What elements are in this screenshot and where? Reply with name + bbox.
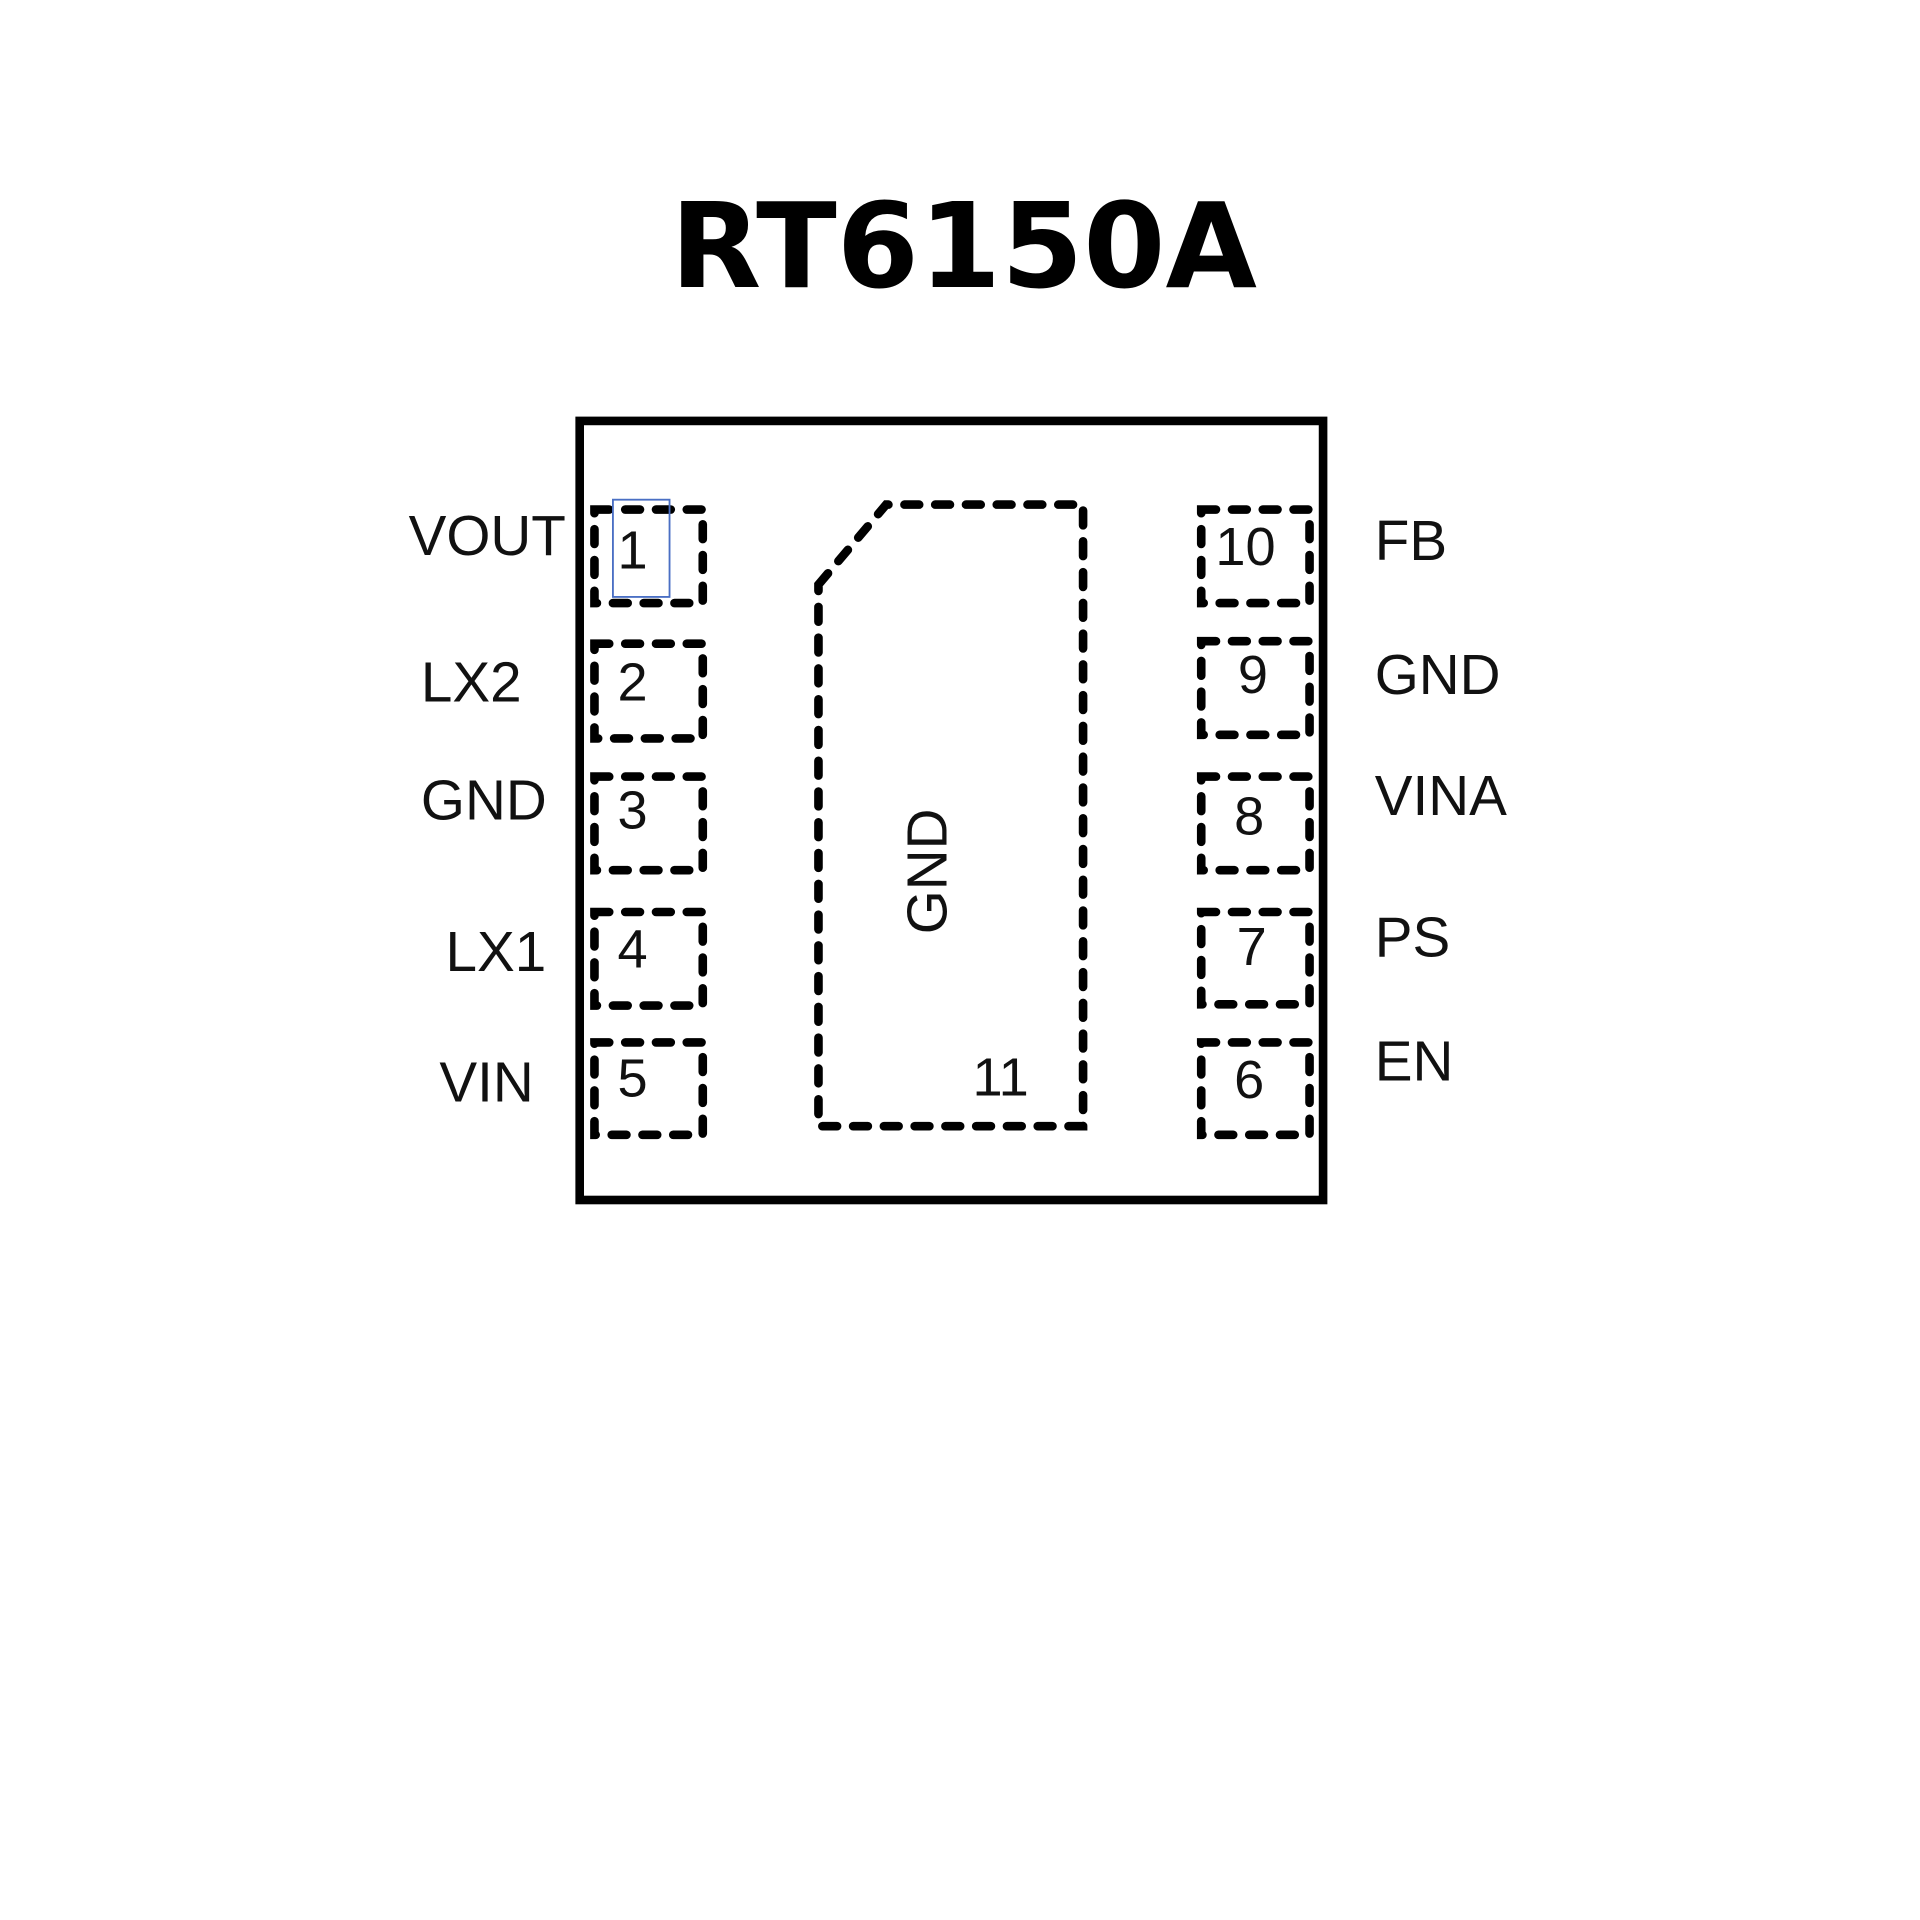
pin-number-4: 4 — [618, 919, 648, 979]
right-pins: 10 9 8 7 6 FB GND VINA PS EN — [1196, 505, 1507, 1140]
pin-number-10: 10 — [1215, 517, 1275, 577]
pin-label-en: EN — [1375, 1030, 1454, 1093]
pin-label-fb: FB — [1375, 509, 1447, 572]
pin-pad-4 — [590, 907, 708, 1010]
pin-label-gnd-right: GND — [1375, 643, 1501, 706]
pin-label-lx1: LX1 — [446, 920, 547, 983]
pin-number-8: 8 — [1234, 786, 1264, 846]
pin-label-vina: VINA — [1375, 764, 1507, 827]
pin-pad-2 — [590, 639, 708, 743]
pin-pad-10 — [1196, 505, 1314, 608]
pin-number-6: 6 — [1234, 1050, 1264, 1110]
pin-label-ps: PS — [1375, 905, 1451, 968]
pin-label-vin: VIN — [439, 1051, 533, 1114]
pin-number-9: 9 — [1238, 645, 1268, 705]
pin-number-1: 1 — [618, 521, 648, 581]
pin-pad-8 — [1196, 772, 1314, 875]
exposed-pad — [814, 500, 1088, 1131]
pin-pad-1 — [590, 505, 708, 608]
pin-pad-6 — [1196, 1038, 1314, 1140]
pin-pad-3 — [590, 772, 708, 875]
pin-label-lx2: LX2 — [421, 651, 522, 714]
pin-number-5: 5 — [618, 1049, 648, 1109]
package-outline — [575, 416, 1328, 1205]
pin-pad-5 — [590, 1038, 708, 1140]
pin-label-gnd: GND — [421, 769, 547, 832]
chip-title: RT6150A — [670, 177, 1256, 315]
pin-number-3: 3 — [618, 780, 648, 840]
pin-pad-9 — [1196, 636, 1314, 740]
exposed-pad-label: GND — [895, 808, 958, 934]
left-pins: 1 2 3 4 5 VOUT LX2 GND LX1 VIN — [409, 504, 708, 1140]
pin-number-7: 7 — [1237, 917, 1267, 977]
pin-label-vout: VOUT — [409, 504, 566, 567]
pin-pad-7 — [1196, 907, 1314, 1009]
pin1-highlight-box — [612, 498, 671, 598]
pin-number-2: 2 — [618, 652, 648, 712]
exposed-pad-number: 11 — [973, 1047, 1029, 1107]
